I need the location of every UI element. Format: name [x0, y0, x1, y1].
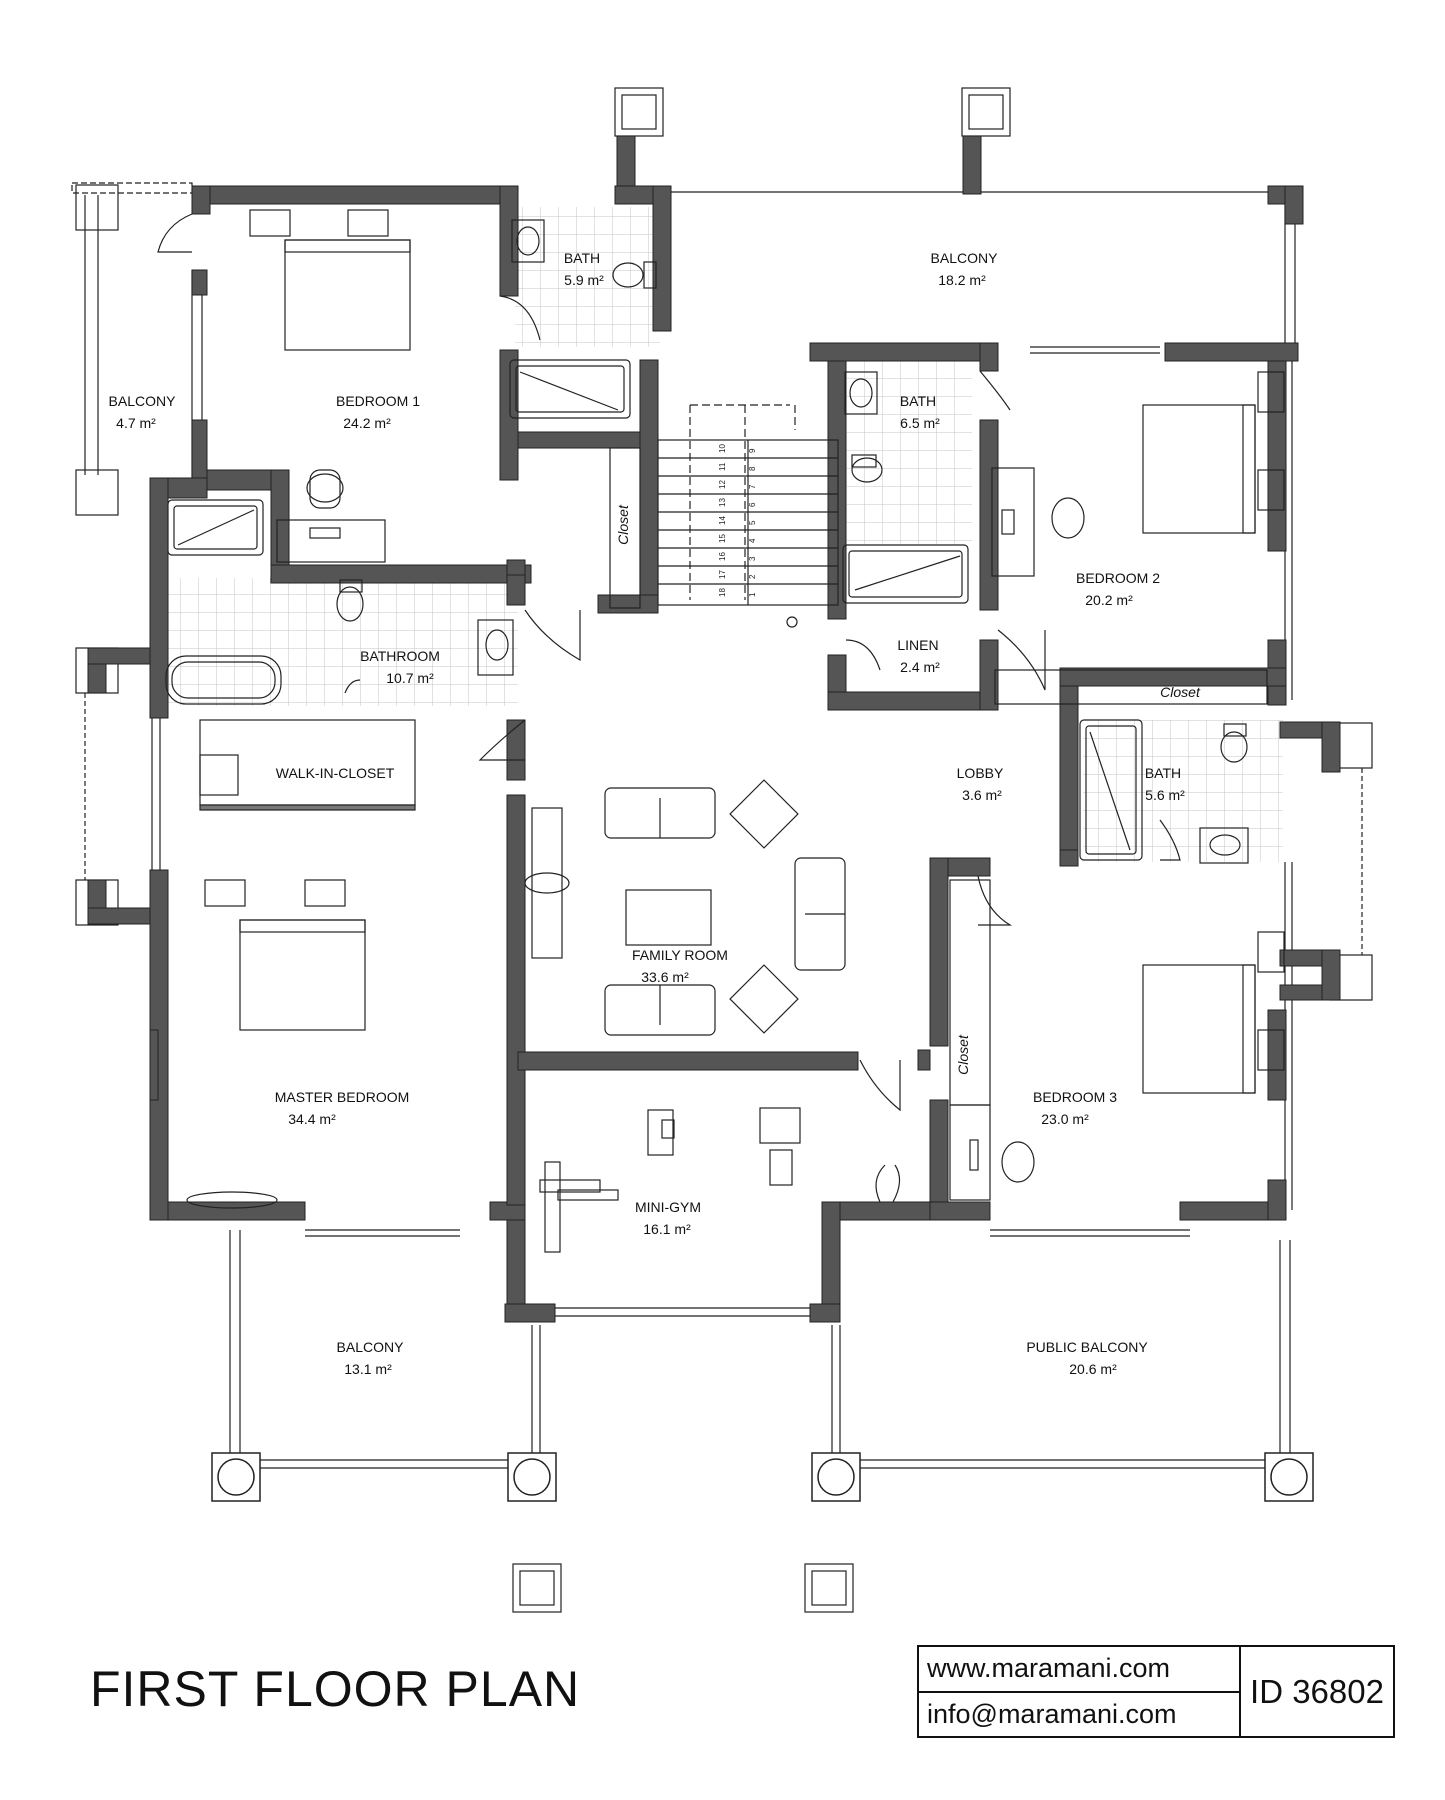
room-name-bath-2: BATH — [900, 393, 936, 409]
room-area-bedroom-3: 23.0 m² — [1041, 1111, 1089, 1127]
room-area-balcony-west: 4.7 m² — [116, 415, 156, 431]
room-name-linen: LINEN — [897, 637, 938, 653]
plan-id: ID 36802 — [1250, 1672, 1384, 1710]
room-name-balcony-north: BALCONY — [931, 250, 999, 266]
stair-number: 10 — [718, 444, 727, 453]
room-labels: BALCONY 4.7 m² BEDROOM 1 24.2 m² BATH 5.… — [109, 250, 1201, 1377]
room-name-bath-1: BATH — [564, 250, 600, 266]
room-name-mini-gym: MINI-GYM — [635, 1199, 701, 1215]
door-swings — [157, 213, 1181, 1203]
stair-number: 3 — [748, 556, 757, 561]
email-text: info@maramani.com — [919, 1690, 1239, 1737]
stair-number: 4 — [748, 538, 757, 543]
room-name-master-bedroom: MASTER BEDROOM — [275, 1089, 410, 1105]
stair-number: 5 — [748, 520, 757, 525]
stair-number: 13 — [718, 498, 727, 507]
title-block: www.maramani.com info@maramani.com ID 36… — [917, 1645, 1395, 1738]
tiled-floors — [163, 207, 1283, 862]
title-block-contacts: www.maramani.com info@maramani.com — [919, 1647, 1241, 1736]
room-name-bedroom-1: BEDROOM 1 — [336, 393, 420, 409]
room-area-bath-3: 5.6 m² — [1145, 787, 1185, 803]
room-area-bedroom-1: 24.2 m² — [343, 415, 391, 431]
stair-numbers: 10 11 12 13 14 15 16 17 18 9 8 7 6 5 4 3 2 1 — [718, 444, 757, 597]
room-area-balcony-north: 18.2 m² — [938, 272, 986, 288]
website-text: www.maramani.com — [927, 1653, 1171, 1684]
stair-number: 12 — [718, 480, 727, 489]
room-name-walk-in-closet: WALK-IN-CLOSET — [276, 765, 395, 781]
room-name-bedroom-3: BEDROOM 3 — [1033, 1089, 1117, 1105]
closet-label-2: Closet — [1160, 684, 1201, 700]
stair-number: 7 — [748, 484, 757, 489]
stair-number: 14 — [718, 516, 727, 525]
room-name-family-room: FAMILY ROOM — [632, 947, 728, 963]
room-area-bedroom-2: 20.2 m² — [1085, 592, 1133, 608]
room-area-bath-2: 6.5 m² — [900, 415, 940, 431]
stair-number: 17 — [718, 570, 727, 579]
stair-number: 1 — [748, 592, 757, 597]
room-name-lobby: LOBBY — [957, 765, 1004, 781]
room-area-family-room: 33.6 m² — [641, 969, 689, 985]
room-area-bathroom: 10.7 m² — [386, 670, 434, 686]
room-area-public-balcony: 20.6 m² — [1069, 1361, 1117, 1377]
stair-number: 11 — [718, 462, 727, 471]
room-area-linen: 2.4 m² — [900, 659, 940, 675]
room-area-bath-1: 5.9 m² — [564, 272, 604, 288]
room-area-lobby: 3.6 m² — [962, 787, 1002, 803]
stair-number: 2 — [748, 574, 757, 579]
room-name-bedroom-2: BEDROOM 2 — [1076, 570, 1160, 586]
room-area-mini-gym: 16.1 m² — [643, 1221, 691, 1237]
plan-title: FIRST FLOOR PLAN — [90, 1661, 581, 1717]
room-name-balcony-south: BALCONY — [337, 1339, 405, 1355]
stair-number: 18 — [718, 588, 727, 597]
room-name-bath-3: BATH — [1145, 765, 1181, 781]
stair-number: 9 — [748, 448, 757, 453]
stair-number: 8 — [748, 466, 757, 471]
stair-number: 6 — [748, 502, 757, 507]
closet-label-3: Closet — [955, 1034, 971, 1075]
room-area-balcony-south: 13.1 m² — [344, 1361, 392, 1377]
room-name-balcony-west: BALCONY — [109, 393, 177, 409]
room-name-public-balcony: PUBLIC BALCONY — [1026, 1339, 1148, 1355]
balcony-columns — [211, 1452, 1314, 1502]
grid-markers — [512, 87, 1011, 1613]
closet-label-1: Closet — [615, 504, 631, 545]
room-area-master-bedroom: 34.4 m² — [288, 1111, 336, 1127]
stair-number: 16 — [718, 552, 727, 561]
stair-number: 15 — [718, 534, 727, 543]
fixtures — [165, 209, 1285, 1253]
room-name-bathroom: BATHROOM — [360, 648, 440, 664]
